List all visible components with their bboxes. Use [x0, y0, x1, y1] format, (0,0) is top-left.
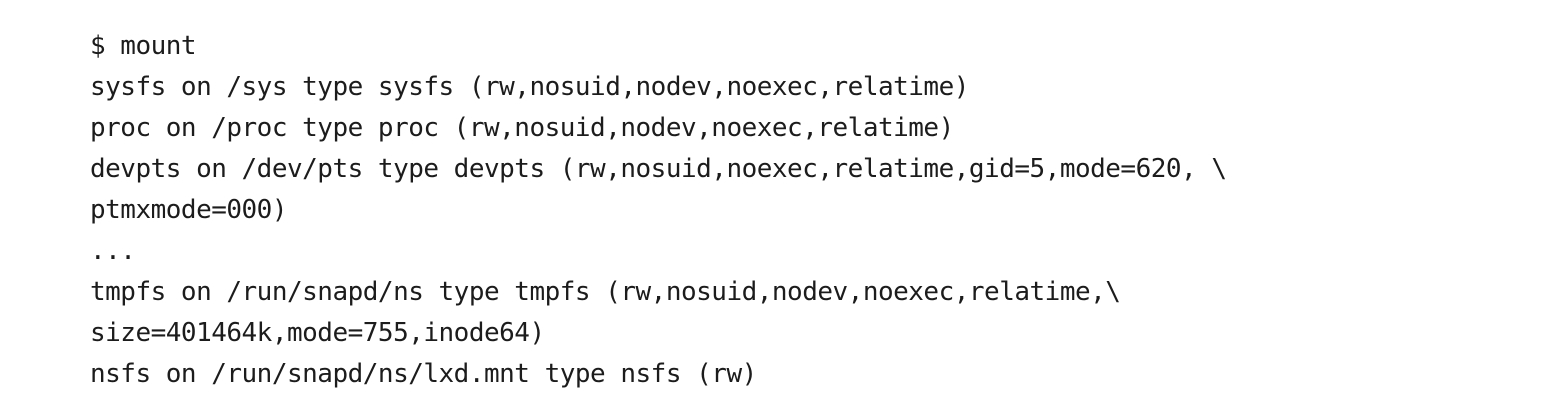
terminal-output-line: sysfs on /sys type sysfs (rw,nosuid,node… [90, 72, 969, 102]
terminal-output-line: proc on /proc type proc (rw,nosuid,nodev… [90, 113, 954, 143]
terminal-output-line: devpts on /dev/pts type devpts (rw,nosui… [90, 154, 1227, 184]
terminal-output-line: ptmxmode=000) [90, 195, 287, 225]
terminal-ellipsis-line: ... [90, 236, 136, 266]
terminal-output-line: nsfs on /run/snapd/ns/lxd.mnt type nsfs … [90, 359, 757, 389]
terminal-output: $ mount sysfs on /sys type sysfs (rw,nos… [90, 26, 1227, 395]
terminal-output-line: size=401464k,mode=755,inode64) [90, 318, 545, 348]
terminal-command-line: $ mount [90, 31, 197, 61]
terminal-output-line: tmpfs on /run/snapd/ns type tmpfs (rw,no… [90, 277, 1121, 307]
